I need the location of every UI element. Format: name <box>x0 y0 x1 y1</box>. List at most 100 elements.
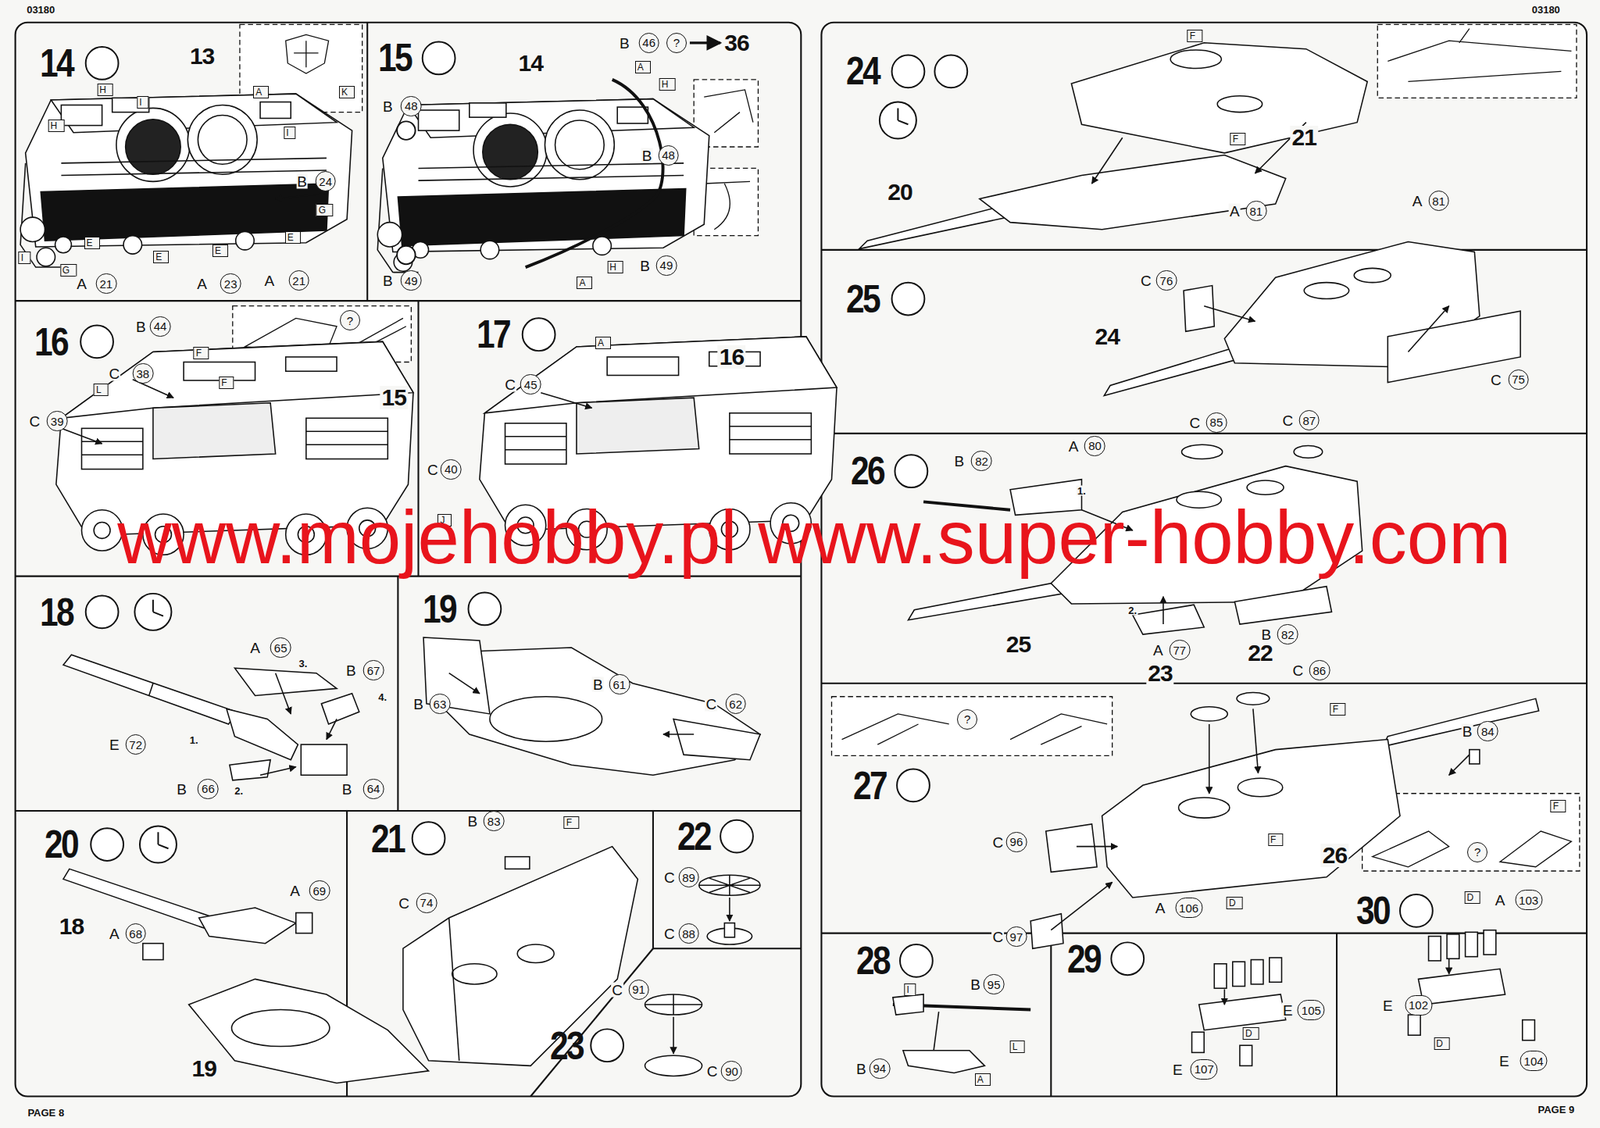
part-number: 104 <box>1520 1050 1548 1072</box>
decal-flag: L <box>93 383 109 397</box>
sprue-letter: E <box>1382 997 1394 1013</box>
part-drawings <box>229 760 271 781</box>
decal-flag: E <box>84 236 100 250</box>
part-drawings <box>1446 934 1460 959</box>
assembly-reference: 21 <box>1290 125 1318 150</box>
step-panel: 20 <box>15 810 347 1097</box>
note-text: 4. <box>377 692 388 703</box>
part-drawings <box>505 857 530 870</box>
panel-borders <box>396 576 399 811</box>
assembly-reference: 13 <box>188 44 216 68</box>
assembly-arrows <box>1407 306 1449 353</box>
step-number: 29 <box>1067 939 1100 979</box>
part-drawings <box>1181 444 1222 459</box>
decal-flag: H <box>607 260 624 274</box>
part-drawings <box>1269 957 1283 983</box>
note-text: 2. <box>1127 605 1138 616</box>
part-number: 38 <box>132 363 154 384</box>
sprue-letter: C <box>1489 371 1503 387</box>
part-drawings <box>644 1055 702 1076</box>
decal-flag: A <box>595 336 611 350</box>
part-number: 81 <box>1428 190 1450 211</box>
part-drawings <box>1199 994 1286 1031</box>
part-number: 62 <box>725 693 747 715</box>
step-number: 26 <box>850 451 884 491</box>
sprue-letter: C <box>663 870 676 886</box>
part-drawings <box>1234 586 1332 625</box>
step-number: 20 <box>44 825 78 865</box>
sprue-letter: A <box>1154 900 1167 916</box>
decal-flag: F <box>1187 29 1203 43</box>
step-panel: 25 <box>821 250 1587 434</box>
assembly-arrows <box>1253 708 1259 773</box>
part-drawings <box>231 1010 329 1047</box>
tool-icons <box>900 944 933 978</box>
step-number: 19 <box>422 589 456 629</box>
panel-borders <box>15 810 802 812</box>
inset-sketch <box>1372 831 1572 868</box>
part-number: 87 <box>1298 410 1320 431</box>
step-panel: 24 <box>821 22 1587 250</box>
assembly-reference: 18 <box>57 914 86 939</box>
decal-flag: D <box>1433 1037 1450 1050</box>
assembly-reference: 25 <box>1004 632 1033 657</box>
step-number: 15 <box>378 38 411 78</box>
assembly-arrows <box>275 193 325 200</box>
tool-icons <box>1110 942 1144 975</box>
part-number: 76 <box>1156 270 1178 291</box>
part-drawings <box>903 1050 985 1074</box>
part-number: 106 <box>1175 897 1203 918</box>
part-number: 21 <box>95 273 117 294</box>
decal-flag: F <box>193 346 209 360</box>
sprue-letter: B <box>296 174 308 190</box>
inset-sketch <box>293 40 318 68</box>
sprue-letter: A <box>1228 203 1241 219</box>
sprue-letter: A <box>289 883 301 899</box>
part-drawings <box>1190 707 1228 722</box>
step-number: 16 <box>34 322 68 362</box>
part-drawings <box>403 846 638 1067</box>
tool-icons <box>85 46 119 80</box>
part-drawings <box>1192 1032 1205 1053</box>
part-number: 49 <box>400 270 422 291</box>
step-number: 21 <box>371 819 404 859</box>
part-number: 49 <box>656 255 678 276</box>
step-panel: 23 <box>530 959 801 1097</box>
part-drawings <box>644 994 702 1015</box>
tool-icons <box>396 246 416 265</box>
tool-icons <box>153 107 909 849</box>
part-drawings <box>1217 96 1262 113</box>
sprue-letter: C <box>397 895 411 911</box>
panel-borders <box>653 947 801 950</box>
sprue-letter: E <box>1498 1053 1511 1069</box>
sprue-letter: B <box>466 814 479 829</box>
part-drawings <box>1465 932 1479 957</box>
step-number: 24 <box>846 51 879 91</box>
part-drawings <box>423 637 490 715</box>
sprue-letter: B <box>641 147 654 163</box>
sprue-letter: B <box>1461 724 1474 740</box>
decal-flag: I <box>136 96 149 109</box>
step-number: 22 <box>677 817 711 857</box>
part-drawings <box>1418 968 1506 1005</box>
decal-flag: F <box>1330 703 1346 716</box>
part-drawings <box>673 718 761 760</box>
part-drawings <box>1030 914 1064 949</box>
part-number: 64 <box>363 778 385 800</box>
sprue-letter: C <box>992 929 1005 945</box>
part-number: 48 <box>657 145 679 166</box>
sprue-letter: A <box>1494 892 1507 908</box>
decal-flag: E <box>285 231 301 244</box>
sprue-letter: B <box>855 1060 868 1076</box>
part-number: 95 <box>983 974 1005 995</box>
part-number: 90 <box>721 1060 743 1082</box>
decal-flag: D <box>1464 891 1481 904</box>
part-drawings <box>1303 282 1349 300</box>
note-text: 3. <box>297 657 308 668</box>
part-drawings <box>1071 42 1368 154</box>
assembly-arrows <box>672 1017 675 1054</box>
assembly-reference: 20 <box>885 180 914 204</box>
part-number: 82 <box>971 450 993 472</box>
sprue-letter: A <box>108 926 121 942</box>
step-panel: 30 <box>1336 933 1587 1097</box>
